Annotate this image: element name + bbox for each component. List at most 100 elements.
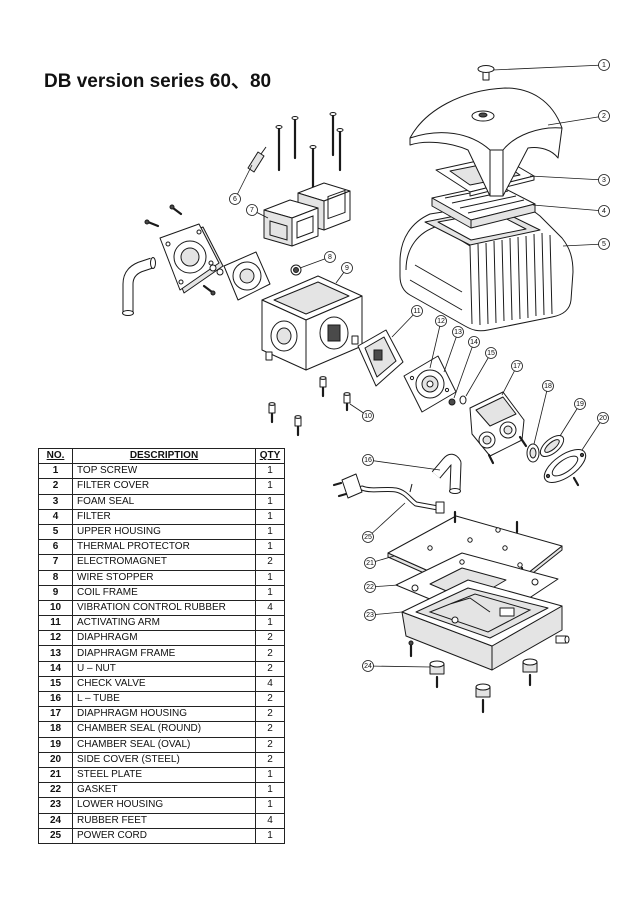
callout-leader-line <box>429 320 442 369</box>
part-quantity: 2 <box>255 706 285 723</box>
callout-4: 4 <box>532 204 610 217</box>
callout-14: 14 <box>453 336 480 399</box>
part-number: 6 <box>38 539 73 556</box>
callout-24: 24 <box>362 660 431 672</box>
callout-leader-line <box>581 417 604 451</box>
part-number: 19 <box>38 736 73 753</box>
part-quantity: 1 <box>255 463 285 480</box>
callout-label: 25 <box>364 534 372 541</box>
callout-leader-line <box>532 204 605 212</box>
part-number: 1 <box>38 463 73 480</box>
callout-leader-line <box>234 164 253 200</box>
callout-label: 14 <box>470 339 478 346</box>
callout-circle <box>574 398 586 410</box>
part-rubber-feet <box>429 658 538 714</box>
callout-circle <box>229 193 241 205</box>
part-number: 22 <box>38 782 73 799</box>
part-activating-arm <box>357 329 404 387</box>
part-vibration-control-rubbers <box>268 376 351 437</box>
callout-18: 18 <box>533 380 554 445</box>
part-wire-stopper <box>290 264 302 276</box>
part-number: 15 <box>38 675 73 693</box>
part-number: 10 <box>38 599 73 617</box>
part-quantity: 2 <box>255 660 285 677</box>
callout-label: 3 <box>602 177 606 184</box>
part-power-cord <box>332 473 445 514</box>
part-description: WIRE STOPPER <box>72 569 256 586</box>
part-number: 4 <box>38 508 73 525</box>
callout-6: 6 <box>229 164 253 205</box>
part-number: 17 <box>38 706 73 723</box>
part-number: 9 <box>38 584 73 601</box>
part-number: 5 <box>38 523 73 541</box>
part-quantity: 1 <box>255 584 285 601</box>
callout-15: 15 <box>465 347 497 397</box>
part-number: 12 <box>38 630 73 647</box>
part-lower-housing <box>401 579 570 671</box>
part-quantity: 1 <box>255 797 285 814</box>
column-header-description: DESCRIPTION <box>72 447 256 465</box>
callouts: 1234567891011121314151617181920212223242… <box>229 59 610 672</box>
part-quantity: 2 <box>255 645 285 662</box>
callout-label: 17 <box>513 363 521 370</box>
part-description: FILTER COVER <box>72 478 256 495</box>
callout-circle <box>452 326 464 338</box>
part-description: U – NUT <box>72 660 256 677</box>
callout-13: 13 <box>443 326 464 373</box>
callout-label: 6 <box>233 196 237 203</box>
callout-label: 2 <box>602 113 606 120</box>
part-number: 23 <box>38 797 73 814</box>
callout-10: 10 <box>349 403 374 422</box>
table-header-row: NO. DESCRIPTION QTY <box>38 447 285 465</box>
callout-circle <box>364 557 376 569</box>
callout-label: 5 <box>602 241 606 248</box>
part-quantity: 2 <box>255 554 285 571</box>
part-description: FOAM SEAL <box>72 493 256 510</box>
rubber-2 <box>294 415 302 437</box>
callout-label: 20 <box>599 415 607 422</box>
part-quantity: 2 <box>255 690 285 708</box>
callout-circle <box>597 412 609 424</box>
assembly-bolts <box>275 112 344 190</box>
callout-circle <box>362 410 374 422</box>
part-diaphragm-housing-left <box>159 223 224 294</box>
part-number: 21 <box>38 766 73 784</box>
callout-circle <box>246 204 258 216</box>
callout-circle <box>485 347 497 359</box>
callout-22: 22 <box>364 581 399 593</box>
part-l-tube <box>431 453 462 494</box>
callout-label: 11 <box>413 308 420 315</box>
part-electromagnet <box>263 182 351 247</box>
callout-circle <box>364 609 376 621</box>
callout-16: 16 <box>362 454 441 471</box>
callout-circle <box>411 305 423 317</box>
part-description: L – TUBE <box>72 690 256 708</box>
part-quantity: 4 <box>255 599 285 617</box>
part-check-valve <box>459 395 467 405</box>
part-number: 18 <box>38 721 73 738</box>
part-description: DIAPHRAGM <box>72 630 256 647</box>
part-top-screw <box>477 65 495 81</box>
callout-circle <box>435 315 447 327</box>
callout-label: 22 <box>366 584 374 591</box>
callout-circle <box>362 454 374 466</box>
callout-label: 4 <box>602 208 606 215</box>
part-quantity: 1 <box>255 782 285 799</box>
callout-leader-line <box>562 243 605 247</box>
callout-leader-line <box>529 175 605 181</box>
part-chamber-seal-oval <box>539 435 565 457</box>
